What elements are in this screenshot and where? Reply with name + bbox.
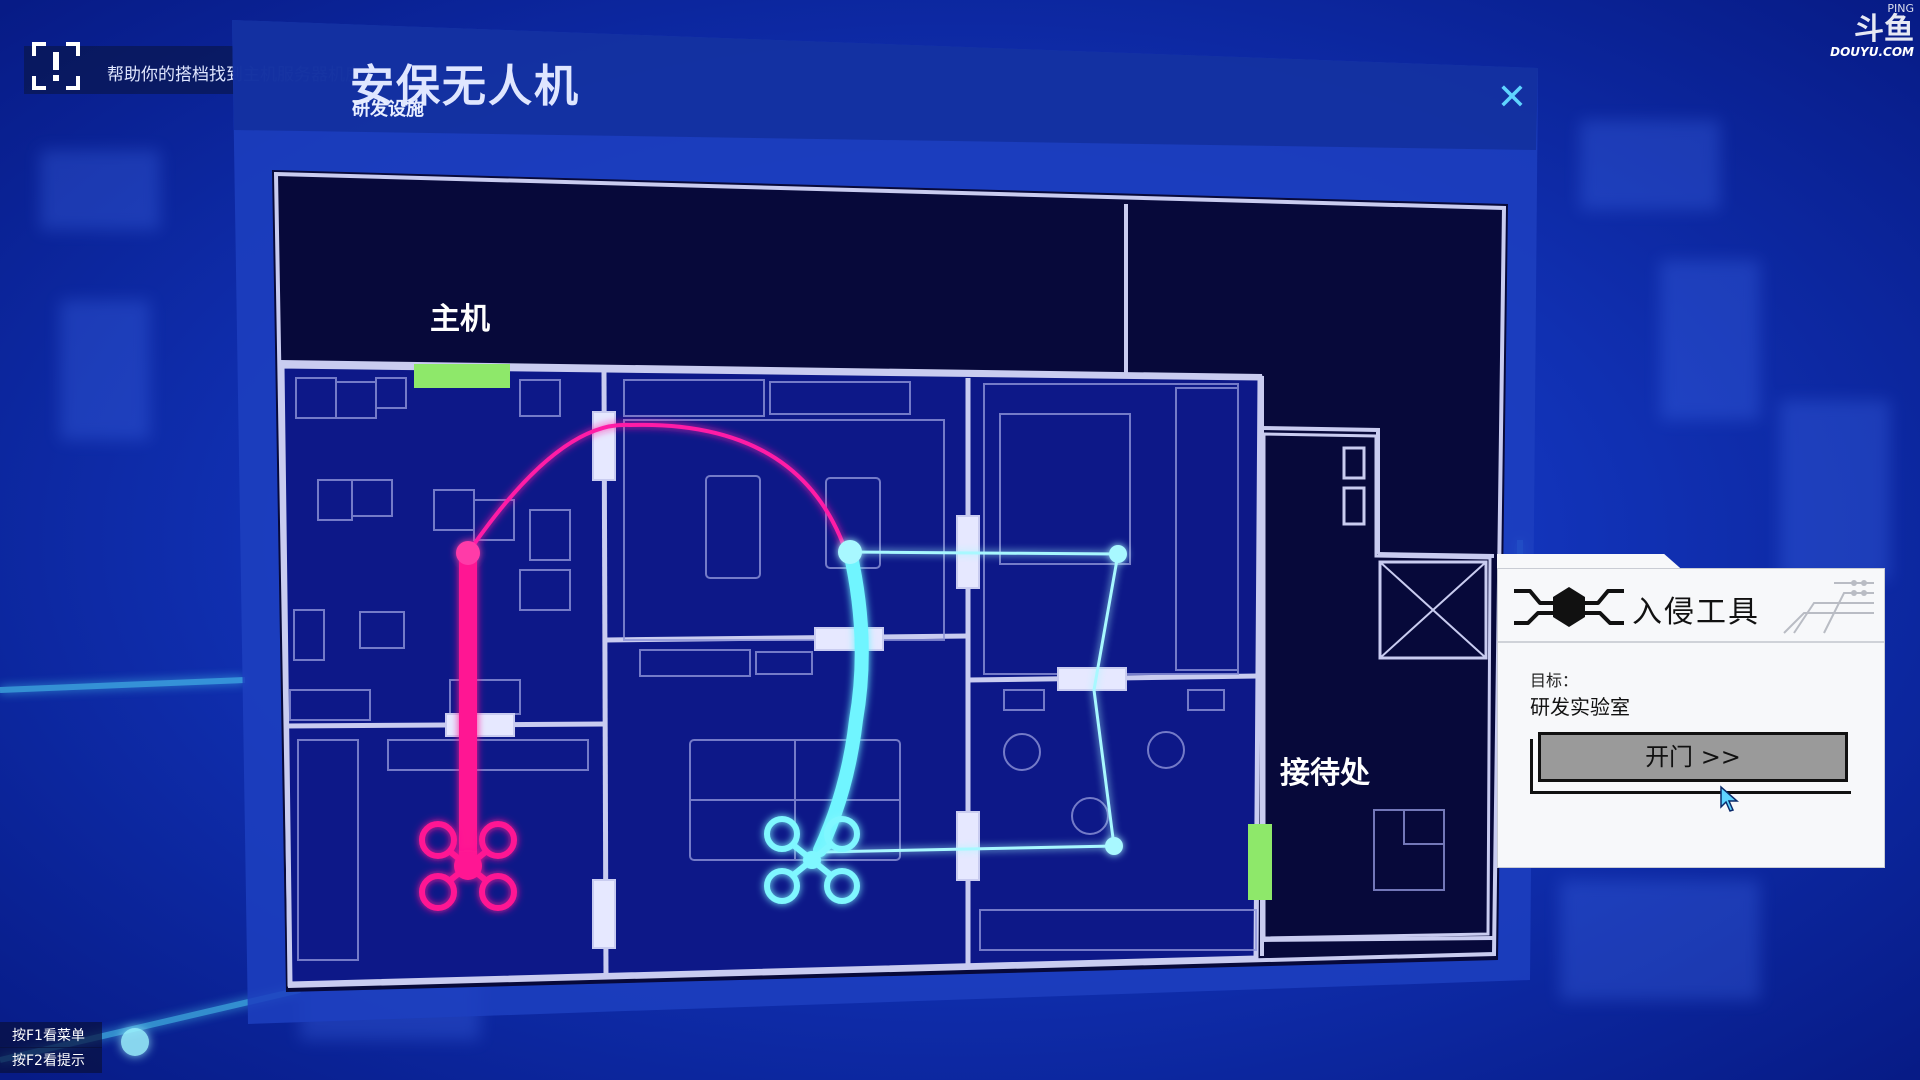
close-icon: ✕ <box>1496 77 1528 118</box>
open-door-host <box>414 364 510 388</box>
panel-divider <box>1498 641 1884 643</box>
hint-tips: 按F2看提示 <box>0 1047 102 1073</box>
map-label-host: 主机 <box>430 302 490 337</box>
target-label: 目标： <box>1530 671 1579 690</box>
circuit-decoration-icon <box>1783 580 1874 634</box>
open-door-reception <box>1248 824 1272 900</box>
hint-menu: 按F1看菜单 <box>0 1022 102 1048</box>
window-subtitle: 研发设施 <box>352 99 424 120</box>
window-title: 安保无人机 <box>350 61 580 112</box>
cursor-icon <box>1720 785 1739 812</box>
objective-icon <box>32 42 80 90</box>
magenta-drone-icon <box>419 821 517 911</box>
hacker-icon <box>1514 587 1624 627</box>
hacking-tool-panel: 入侵工具 目标： 研发实验室 开门 >> <box>1497 568 1885 868</box>
open-door-button[interactable]: 开门 >> <box>1538 732 1848 782</box>
watermark-logo: 斗鱼 <box>1854 12 1914 47</box>
close-button[interactable]: ✕ <box>1494 80 1530 116</box>
watermark-url: DOUYU.COM <box>1830 45 1914 59</box>
target-value: 研发实验室 <box>1530 695 1630 719</box>
watermark-top: PING <box>1887 2 1914 15</box>
panel-title: 入侵工具 <box>1632 595 1760 630</box>
cyan-drone-icon <box>764 816 860 904</box>
map-label-reception: 接待处 <box>1280 756 1370 791</box>
douyu-watermark: PING 斗鱼 DOUYU.COM <box>1830 2 1914 59</box>
open-button-shadow <box>1530 739 1851 794</box>
